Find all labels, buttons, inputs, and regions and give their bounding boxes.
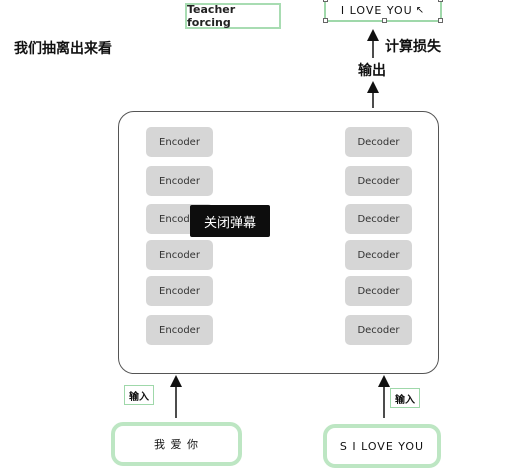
decoder-block: Decoder: [345, 166, 412, 196]
output-sentence-text: I LOVE YOU: [340, 3, 413, 17]
decoder-input-box: S I LOVE YOU: [323, 424, 441, 468]
output-sentence-box[interactable]: I LOVE YOU ↖: [323, 0, 443, 23]
resize-handle-tl[interactable]: [323, 0, 328, 2]
decoder-block: Decoder: [345, 240, 412, 270]
decoder-block: Decoder: [345, 127, 412, 157]
encoder-block: Encoder: [146, 166, 213, 196]
encoder-block: Encoder: [146, 315, 213, 345]
encoder-block: Encoder: [146, 240, 213, 270]
encoder-block: Encoder: [146, 127, 213, 157]
decoder-block: Decoder: [345, 315, 412, 345]
cursor-icon: ↖: [415, 4, 426, 16]
decoder-input-label: 输入: [390, 388, 420, 408]
close-danmaku-button[interactable]: 关闭弹幕: [190, 205, 270, 237]
resize-handle-tr[interactable]: [438, 0, 443, 2]
encoder-input-box: 我 爱 你: [111, 422, 242, 466]
section-title: 我们抽离出来看: [14, 41, 112, 57]
encoder-block: Encoder: [146, 276, 213, 306]
output-label: 输出: [358, 63, 386, 79]
resize-handle-br[interactable]: [438, 18, 443, 23]
decoder-block: Decoder: [345, 204, 412, 234]
resize-handle-bl[interactable]: [323, 18, 328, 23]
encoder-input-label: 输入: [124, 385, 154, 405]
resize-handle-bm[interactable]: [382, 18, 387, 23]
decoder-block: Decoder: [345, 276, 412, 306]
teacher-forcing-label: Teacher forcing: [185, 3, 281, 29]
loss-label: 计算损失: [385, 39, 441, 55]
